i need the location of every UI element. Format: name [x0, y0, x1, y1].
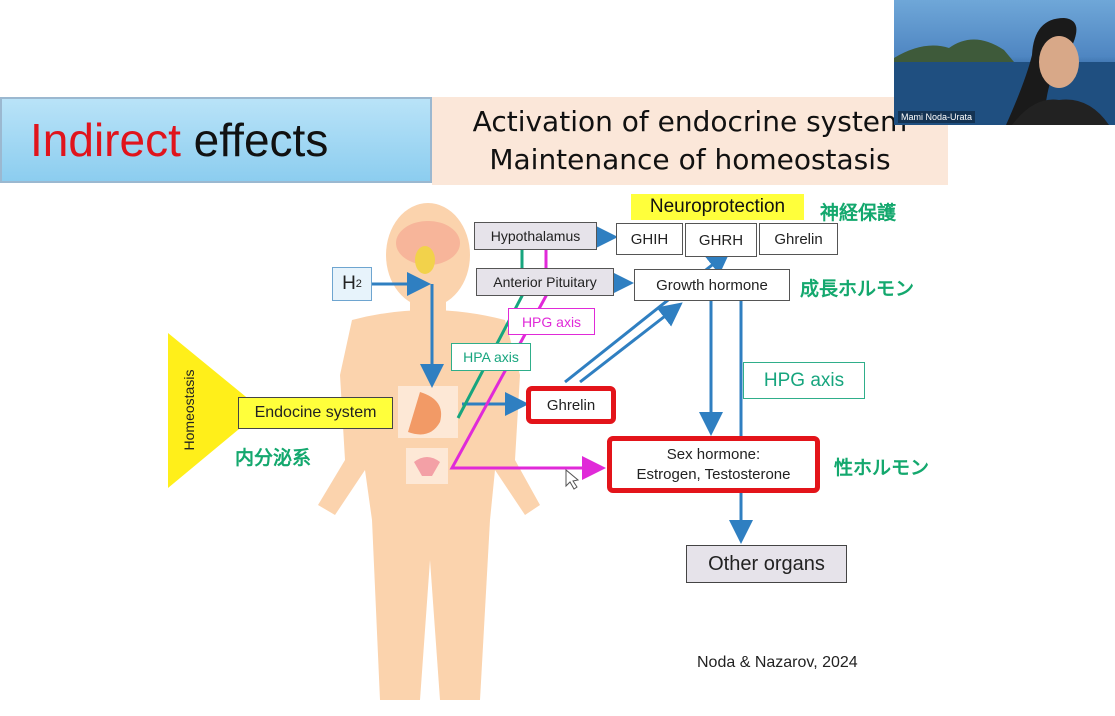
- subtitle-line-1: Activation of endocrine system: [473, 103, 908, 141]
- subtitle-line-2: Maintenance of homeostasis: [489, 141, 890, 179]
- neuroprotection-label: Neuroprotection: [631, 194, 804, 220]
- slide-title: Indirect effects: [0, 97, 432, 183]
- ghrh-box: GHRH: [685, 223, 757, 257]
- video-feed-scene: [894, 0, 1115, 125]
- ghrelin-box: Ghrelin: [526, 386, 616, 424]
- neuroprotection-jp-label: 神経保護: [820, 198, 896, 225]
- hypothalamus-box: Hypothalamus: [474, 222, 597, 250]
- sex-hormone-jp-label: 性ホルモン: [834, 453, 929, 480]
- mouse-cursor: [566, 470, 578, 489]
- h2-subscript: 2: [356, 278, 362, 290]
- hpg-axis-large-label: HPG axis: [743, 362, 865, 399]
- ghih-box: GHIH: [616, 223, 683, 255]
- participant-video-tile[interactable]: Mami Noda-Urata: [894, 0, 1115, 125]
- hpg-axis-small-label: HPG axis: [508, 308, 595, 335]
- participant-name-label: Mami Noda-Urata: [898, 111, 975, 123]
- sex-hormone-line-2: Estrogen, Testosterone: [637, 465, 791, 485]
- growth-hormone-jp-label: 成長ホルモン: [800, 274, 914, 301]
- growth-hormone-box: Growth hormone: [634, 269, 790, 301]
- participant-face: [1039, 36, 1079, 88]
- other-organs-box: Other organs: [686, 545, 847, 583]
- sex-hormone-box: Sex hormone: Estrogen, Testosterone: [607, 436, 820, 493]
- title-word: effects: [194, 113, 329, 167]
- slide-subtitle: Activation of endocrine system Maintenan…: [432, 97, 948, 185]
- title-highlight-word: Indirect: [30, 113, 181, 167]
- ghrelin-top-box: Ghrelin: [759, 223, 838, 255]
- hpa-axis-label: HPA axis: [451, 343, 531, 371]
- homeostasis-label: Homeostasis: [181, 365, 201, 455]
- anterior-pituitary-box: Anterior Pituitary: [476, 268, 614, 296]
- sex-hormone-line-1: Sex hormone:: [667, 445, 760, 465]
- citation-text: Noda & Nazarov, 2024: [697, 654, 858, 672]
- endocrine-system-box: Endocine system: [238, 397, 393, 429]
- h2-symbol: H: [342, 273, 356, 295]
- endocrine-system-jp-label: 内分泌系: [235, 443, 311, 470]
